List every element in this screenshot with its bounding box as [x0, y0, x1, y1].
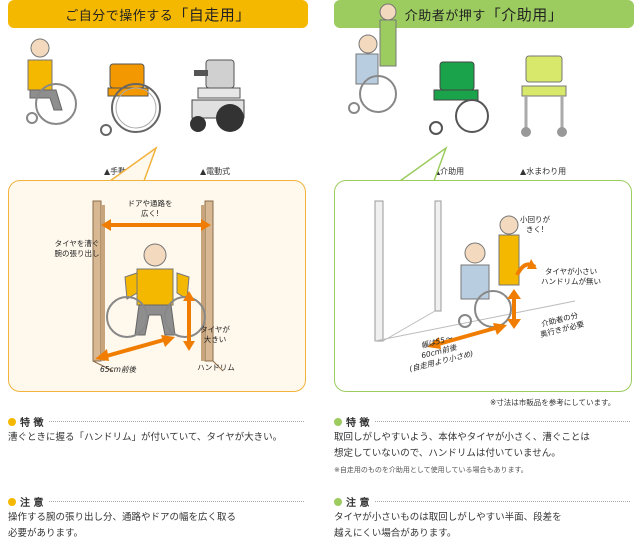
left-caution-heading: 注 意 — [8, 494, 304, 509]
shower-wheelchair-illustration — [521, 55, 567, 137]
caution-title: 注 意 — [20, 498, 44, 509]
door-callout: ドアや通路を 広く! — [127, 199, 173, 218]
assisted-column: 介助者が押す「介助用」 ▲介助用 ▲水まわり用 — [334, 0, 634, 176]
tire-height-arrow — [183, 291, 195, 351]
electric-wheelchair-illustration — [190, 59, 245, 132]
right-feature-note: ※自走用のものを介助用として使用している場合もあります。 — [334, 466, 528, 474]
left-feature-text: 漕ぐときに握る「ハンドリム」が付いていて、タイヤが大きい。 — [8, 432, 283, 443]
depth-arrow — [507, 289, 521, 329]
assist-wheelchair-illustration — [429, 61, 489, 135]
small-tire-callout: タイヤが小さい ハンドリムが無い — [541, 267, 601, 286]
assist-caption: ▲介助用 — [434, 167, 465, 176]
right-feature-heading: 特 徴 — [334, 414, 630, 429]
caregiver-pushing-illustration — [348, 3, 397, 114]
left-panel-pointer — [109, 145, 158, 182]
turn-callout: 小回りが きく! — [520, 215, 550, 234]
left-caution-text: 操作する腕の張り出し分、通路やドアの幅を広く取る 必要があります。 — [8, 512, 237, 539]
handrim-callout: ハンドリム — [197, 363, 235, 372]
bullet-dot — [8, 417, 16, 426]
water-caption: ▲水まわり用 — [520, 167, 567, 176]
arm-callout: タイヤを漕ぐ 腕の張り出し — [54, 239, 100, 258]
tire-callout: タイヤが 大きい — [200, 325, 230, 344]
person-in-wheelchair-illustration — [26, 38, 77, 125]
banner-main: 「自走用」 — [173, 5, 251, 24]
dotted-rule — [49, 501, 304, 502]
bullet-dot — [8, 497, 16, 506]
feature-title: 特 徴 — [20, 418, 44, 429]
right-panel-pointer — [399, 145, 448, 182]
assist-width-arrow — [427, 323, 507, 349]
self-propelled-diagram-panel: ドアや通路を 広く! タイヤを漕ぐ 腕の張り出し タイヤが 大きい ハンドリム … — [8, 180, 306, 392]
right-caution-heading: 注 意 — [334, 494, 630, 509]
banner-main: 「介助用」 — [485, 5, 564, 24]
bullet-dot — [334, 417, 342, 426]
door-frame-illustration — [92, 200, 224, 372]
self-propelled-hero: ▲手動式 ▲電動式 — [8, 28, 308, 176]
dotted-rule — [375, 501, 630, 502]
corridor-wall-illustration — [374, 200, 576, 342]
manual-wheelchair-illustration — [100, 63, 161, 136]
assisted-diagram-panel: 小回りが きく! タイヤが小さい ハンドリムが無い 介助者の分 奥行きが必要 幅… — [334, 180, 632, 392]
self-propelled-column: ご自分で操作する「自走用」 ▲手動式 ▲電動式 — [8, 0, 308, 176]
caregiver-with-user-illustration — [458, 215, 520, 328]
width-label: 65cm前後 — [100, 365, 136, 374]
dotted-rule — [375, 421, 630, 422]
bullet-dot — [334, 497, 342, 506]
self-propelled-banner: ご自分で操作する「自走用」 — [8, 0, 308, 28]
left-feature-heading: 特 徴 — [8, 414, 304, 429]
assisted-hero: ▲介助用 ▲水まわり用 — [334, 3, 634, 176]
electric-caption: ▲電動式 — [200, 167, 231, 176]
seat-width-arrow — [95, 335, 175, 361]
manual-caption: ▲手動式 — [104, 167, 135, 176]
banner-prefix: ご自分で操作する — [65, 8, 174, 24]
banner-prefix: 介助者が押す — [404, 8, 486, 24]
door-width-arrow — [101, 219, 211, 231]
dimension-note: ※寸法は市販品を参考にしています。 — [490, 398, 616, 407]
caution-title: 注 意 — [346, 498, 370, 509]
turn-arrow — [515, 259, 537, 276]
right-caution-text: タイヤが小さいものは取回しがしやすい半面、段差を 越えにくい場合があります。 — [334, 512, 562, 539]
feature-title: 特 徴 — [346, 418, 370, 429]
right-feature-text: 取回しがしやすいよう、本体やタイヤが小さく、漕ぐことは 想定していないので、ハン… — [334, 432, 590, 459]
dotted-rule — [49, 421, 304, 422]
